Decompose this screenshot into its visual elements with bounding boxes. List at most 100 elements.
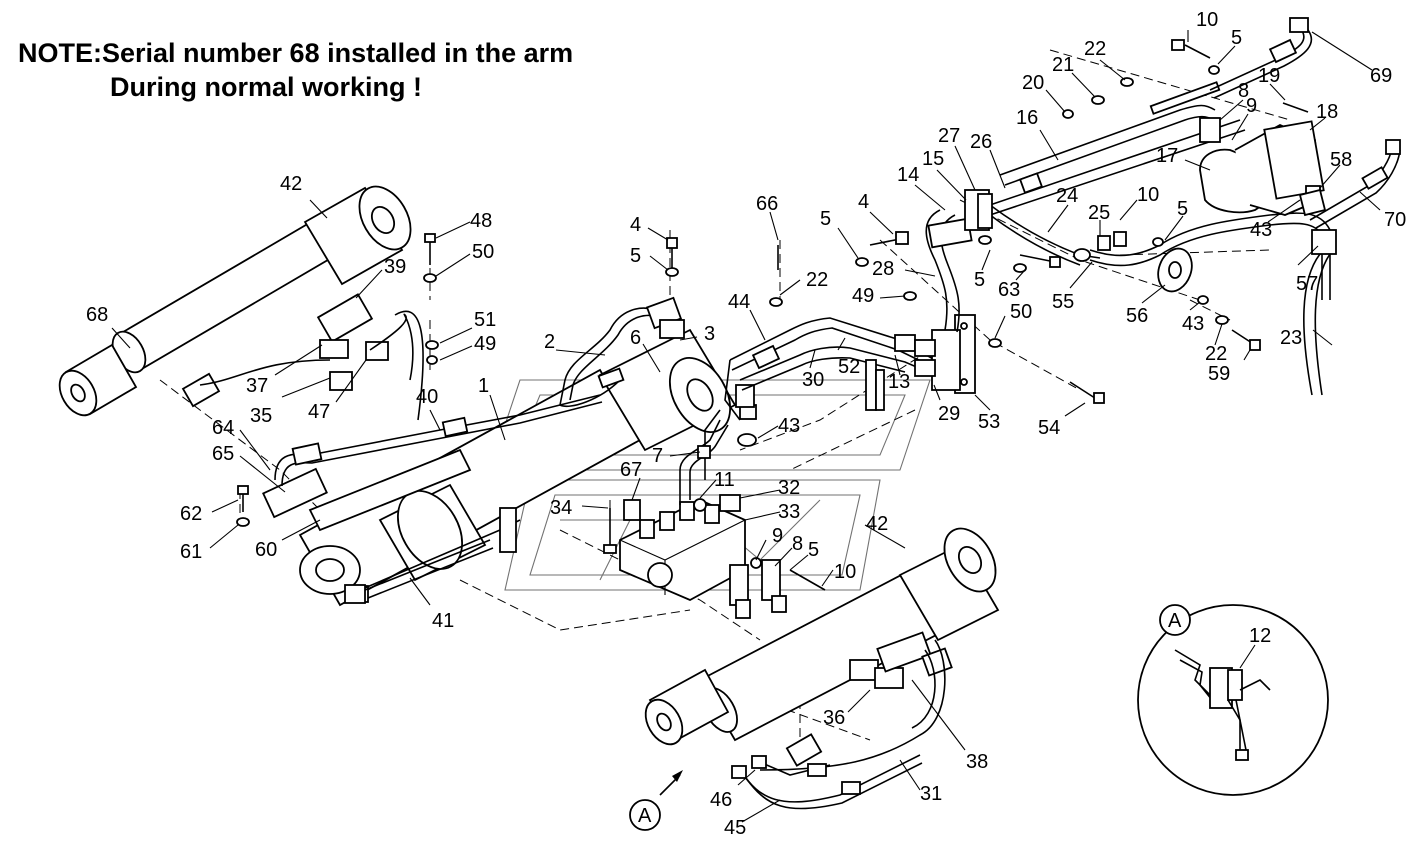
lower-brackets xyxy=(729,557,826,619)
leader-lines xyxy=(111,30,1381,823)
callout-59: 59 xyxy=(1208,363,1230,385)
callout-52: 52 xyxy=(838,356,860,378)
callout-43: 43 xyxy=(778,415,800,437)
view-marker-circle xyxy=(629,799,661,831)
callout-61: 61 xyxy=(180,541,202,563)
callout-5: 5 xyxy=(1231,27,1242,49)
callout-62: 62 xyxy=(180,503,202,525)
callout-53: 53 xyxy=(978,411,1000,433)
callout-labels: 10 5 69 22 21 20 19 18 8 9 1 6 17 58 70 4… xyxy=(86,9,1406,839)
hose-28 xyxy=(925,209,973,333)
callout-20: 20 xyxy=(1022,72,1044,94)
callout-10: 10 xyxy=(1137,184,1159,206)
detail-a-view xyxy=(1137,604,1329,796)
callout-57: 57 xyxy=(1296,273,1318,295)
callout-48: 48 xyxy=(470,210,492,232)
callout-49: 49 xyxy=(852,285,874,307)
callout-65: 65 xyxy=(212,443,234,465)
callout-15: 15 xyxy=(922,148,944,170)
callout-49: 49 xyxy=(474,333,496,355)
hydraulic-cylinder-lower-right xyxy=(644,527,1000,771)
callout-63: 63 xyxy=(998,279,1020,301)
hoses-69-70 xyxy=(1209,17,1401,229)
note-line-1: NOTE:Serial number 68 installed in the a… xyxy=(18,38,574,68)
upper-tube-run xyxy=(964,81,1331,300)
hose-41 xyxy=(344,539,494,604)
callout-14: 14 xyxy=(897,164,919,186)
bracket-53 xyxy=(914,314,976,394)
callout-24: 24 xyxy=(1056,185,1078,207)
hose-2 xyxy=(559,296,685,407)
callout-4: 4 xyxy=(858,191,869,213)
callout-22: 22 xyxy=(1084,38,1106,60)
callout-67: 67 xyxy=(620,459,642,481)
callout-37: 37 xyxy=(246,375,268,397)
hydraulic-motor-17 xyxy=(1199,117,1327,217)
callout-9: 9 xyxy=(772,525,783,547)
callout-42: 42 xyxy=(866,513,888,535)
callout-66: 66 xyxy=(756,193,778,215)
callout-34: 34 xyxy=(550,497,572,519)
detail-callout-12: 12 xyxy=(1249,625,1271,647)
callout-2: 2 xyxy=(544,331,555,353)
callout-56: 56 xyxy=(1126,305,1148,327)
callout-9: 9 xyxy=(1246,95,1257,117)
callout-70: 70 xyxy=(1384,209,1406,231)
callout-4: 4 xyxy=(630,214,641,236)
callout-29: 29 xyxy=(938,403,960,425)
callout-69: 69 xyxy=(1370,65,1392,87)
callout-38: 38 xyxy=(966,751,988,773)
callout-6: 6 xyxy=(630,327,641,349)
callout-33: 33 xyxy=(778,501,800,523)
callout-60: 60 xyxy=(255,539,277,561)
callout-5: 5 xyxy=(630,245,641,267)
callout-27: 27 xyxy=(938,125,960,147)
callout-17: 17 xyxy=(1156,145,1178,167)
callout-64: 64 xyxy=(212,417,234,439)
hoses-45-46-31 xyxy=(731,754,923,810)
valve-block xyxy=(603,384,757,601)
callout-47: 47 xyxy=(308,401,330,423)
callout-28: 28 xyxy=(872,258,894,280)
callout-43: 43 xyxy=(1250,219,1272,241)
callout-51: 51 xyxy=(474,309,496,331)
callout-5: 5 xyxy=(1177,198,1188,220)
callout-44: 44 xyxy=(728,291,750,313)
view-marker-label: A xyxy=(638,805,652,827)
detail-marker-label: A xyxy=(1168,610,1182,632)
pressure-tubes xyxy=(724,317,936,421)
callout-30: 30 xyxy=(802,369,824,391)
callout-39: 39 xyxy=(384,256,406,278)
callout-25: 25 xyxy=(1088,202,1110,224)
callout-10: 10 xyxy=(834,561,856,583)
left-hose-fittings xyxy=(199,293,424,421)
callout-58: 58 xyxy=(1330,149,1352,171)
callout-21: 21 xyxy=(1052,54,1074,76)
flange-56 xyxy=(1157,247,1193,293)
callout-35: 35 xyxy=(250,405,272,427)
hose-23 xyxy=(1303,229,1337,396)
callout-8: 8 xyxy=(792,533,803,555)
callout-5: 5 xyxy=(820,208,831,230)
callout-1: 1 xyxy=(478,375,489,397)
fasteners xyxy=(236,39,1309,527)
callout-19: 19 xyxy=(1258,65,1280,87)
callout-13: 13 xyxy=(888,371,910,393)
hydraulic-cylinder-upper-left xyxy=(58,185,412,417)
callout-18: 18 xyxy=(1316,101,1338,123)
callout-43: 43 xyxy=(1182,313,1204,335)
callout-31: 31 xyxy=(920,783,942,805)
note-line-2: During normal working ! xyxy=(110,72,423,102)
callout-23: 23 xyxy=(1280,327,1302,349)
callout-7: 7 xyxy=(652,445,663,467)
callout-42: 42 xyxy=(280,173,302,195)
callout-11: 11 xyxy=(714,469,735,491)
callout-50: 50 xyxy=(472,241,494,263)
view-arrow-a xyxy=(659,770,683,796)
callout-10: 10 xyxy=(1196,9,1218,31)
callout-5: 5 xyxy=(808,539,819,561)
callout-50: 50 xyxy=(1010,301,1032,323)
callout-36: 36 xyxy=(823,707,845,729)
